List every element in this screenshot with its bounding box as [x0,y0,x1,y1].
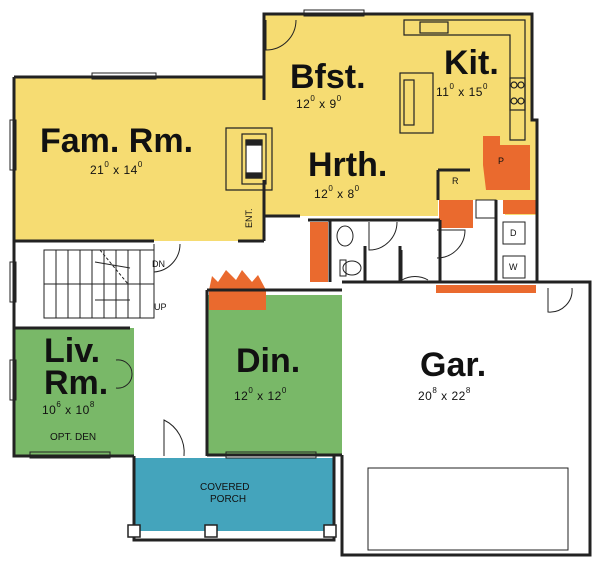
walls [12,12,592,557]
breakfast-dimensions: 120 x 90 [296,94,342,111]
laundry [475,199,526,279]
kitchen-dimensions: 110 x 150 [436,82,488,99]
garage-door [367,467,569,551]
washer-label: W [509,262,518,272]
dining-room-name: Din. [236,342,301,380]
dining-room-dimensions: 120 x 120 [234,386,287,403]
fireplace [225,127,273,191]
laundry-door [436,229,466,259]
porch-fill [134,458,334,531]
living-room-name-line1: Liv. [44,332,101,370]
family-room-fill [14,77,264,241]
living-room-fill [14,328,134,456]
kitchen-name: Kit. [444,44,499,82]
kitchen-details [399,19,526,141]
family-room-dimensions: 210 x 140 [90,160,143,177]
garage-name: Gar. [420,346,487,384]
stair-landing-fill [439,200,473,228]
porch-label-line2: PORCH [210,494,247,505]
stair-door [153,243,181,273]
stove [509,77,526,111]
living-room-dimensions: 106 x 108 [42,400,95,417]
pantry-label: P [498,156,505,166]
hall-door [368,221,398,251]
windows [9,9,365,459]
living-room-note: OPT. DEN [50,432,97,443]
hearth-name: Hrth. [308,146,388,184]
kitchen-counter [403,19,526,141]
garage-entry-door [547,287,573,313]
hall-closet-fill [310,222,328,282]
dryer-label: D [510,228,517,238]
powder-room [336,225,362,277]
kitchen-island [399,72,434,134]
living-pocket-door [115,359,133,389]
kitchen-door [265,19,297,51]
staircase [43,249,155,319]
hearth-dimensions: 120 x 80 [314,184,360,201]
island-sink [403,79,415,126]
entry-label: ENT. [244,208,254,228]
bath-door [401,250,429,281]
family-room-name: Fam. Rm. [40,122,194,160]
porch-posts [127,524,337,538]
garage-step-fill [436,285,536,293]
garage-dimensions: 208 x 228 [418,386,471,403]
closet-fill [503,200,537,214]
pantry-fill [483,136,530,190]
porch-label-line1: COVERED [200,482,250,493]
kitchen-sink [419,21,449,34]
stair-up-label: UP [154,302,167,312]
dining-room-fill [207,295,342,455]
living-room-name-line2: Rm. [44,364,109,402]
refrigerator-label: R [452,176,459,186]
stair-down-label: DN [152,259,165,269]
front-door [163,419,185,457]
breakfast-name: Bfst. [290,58,366,96]
doors [115,19,573,457]
